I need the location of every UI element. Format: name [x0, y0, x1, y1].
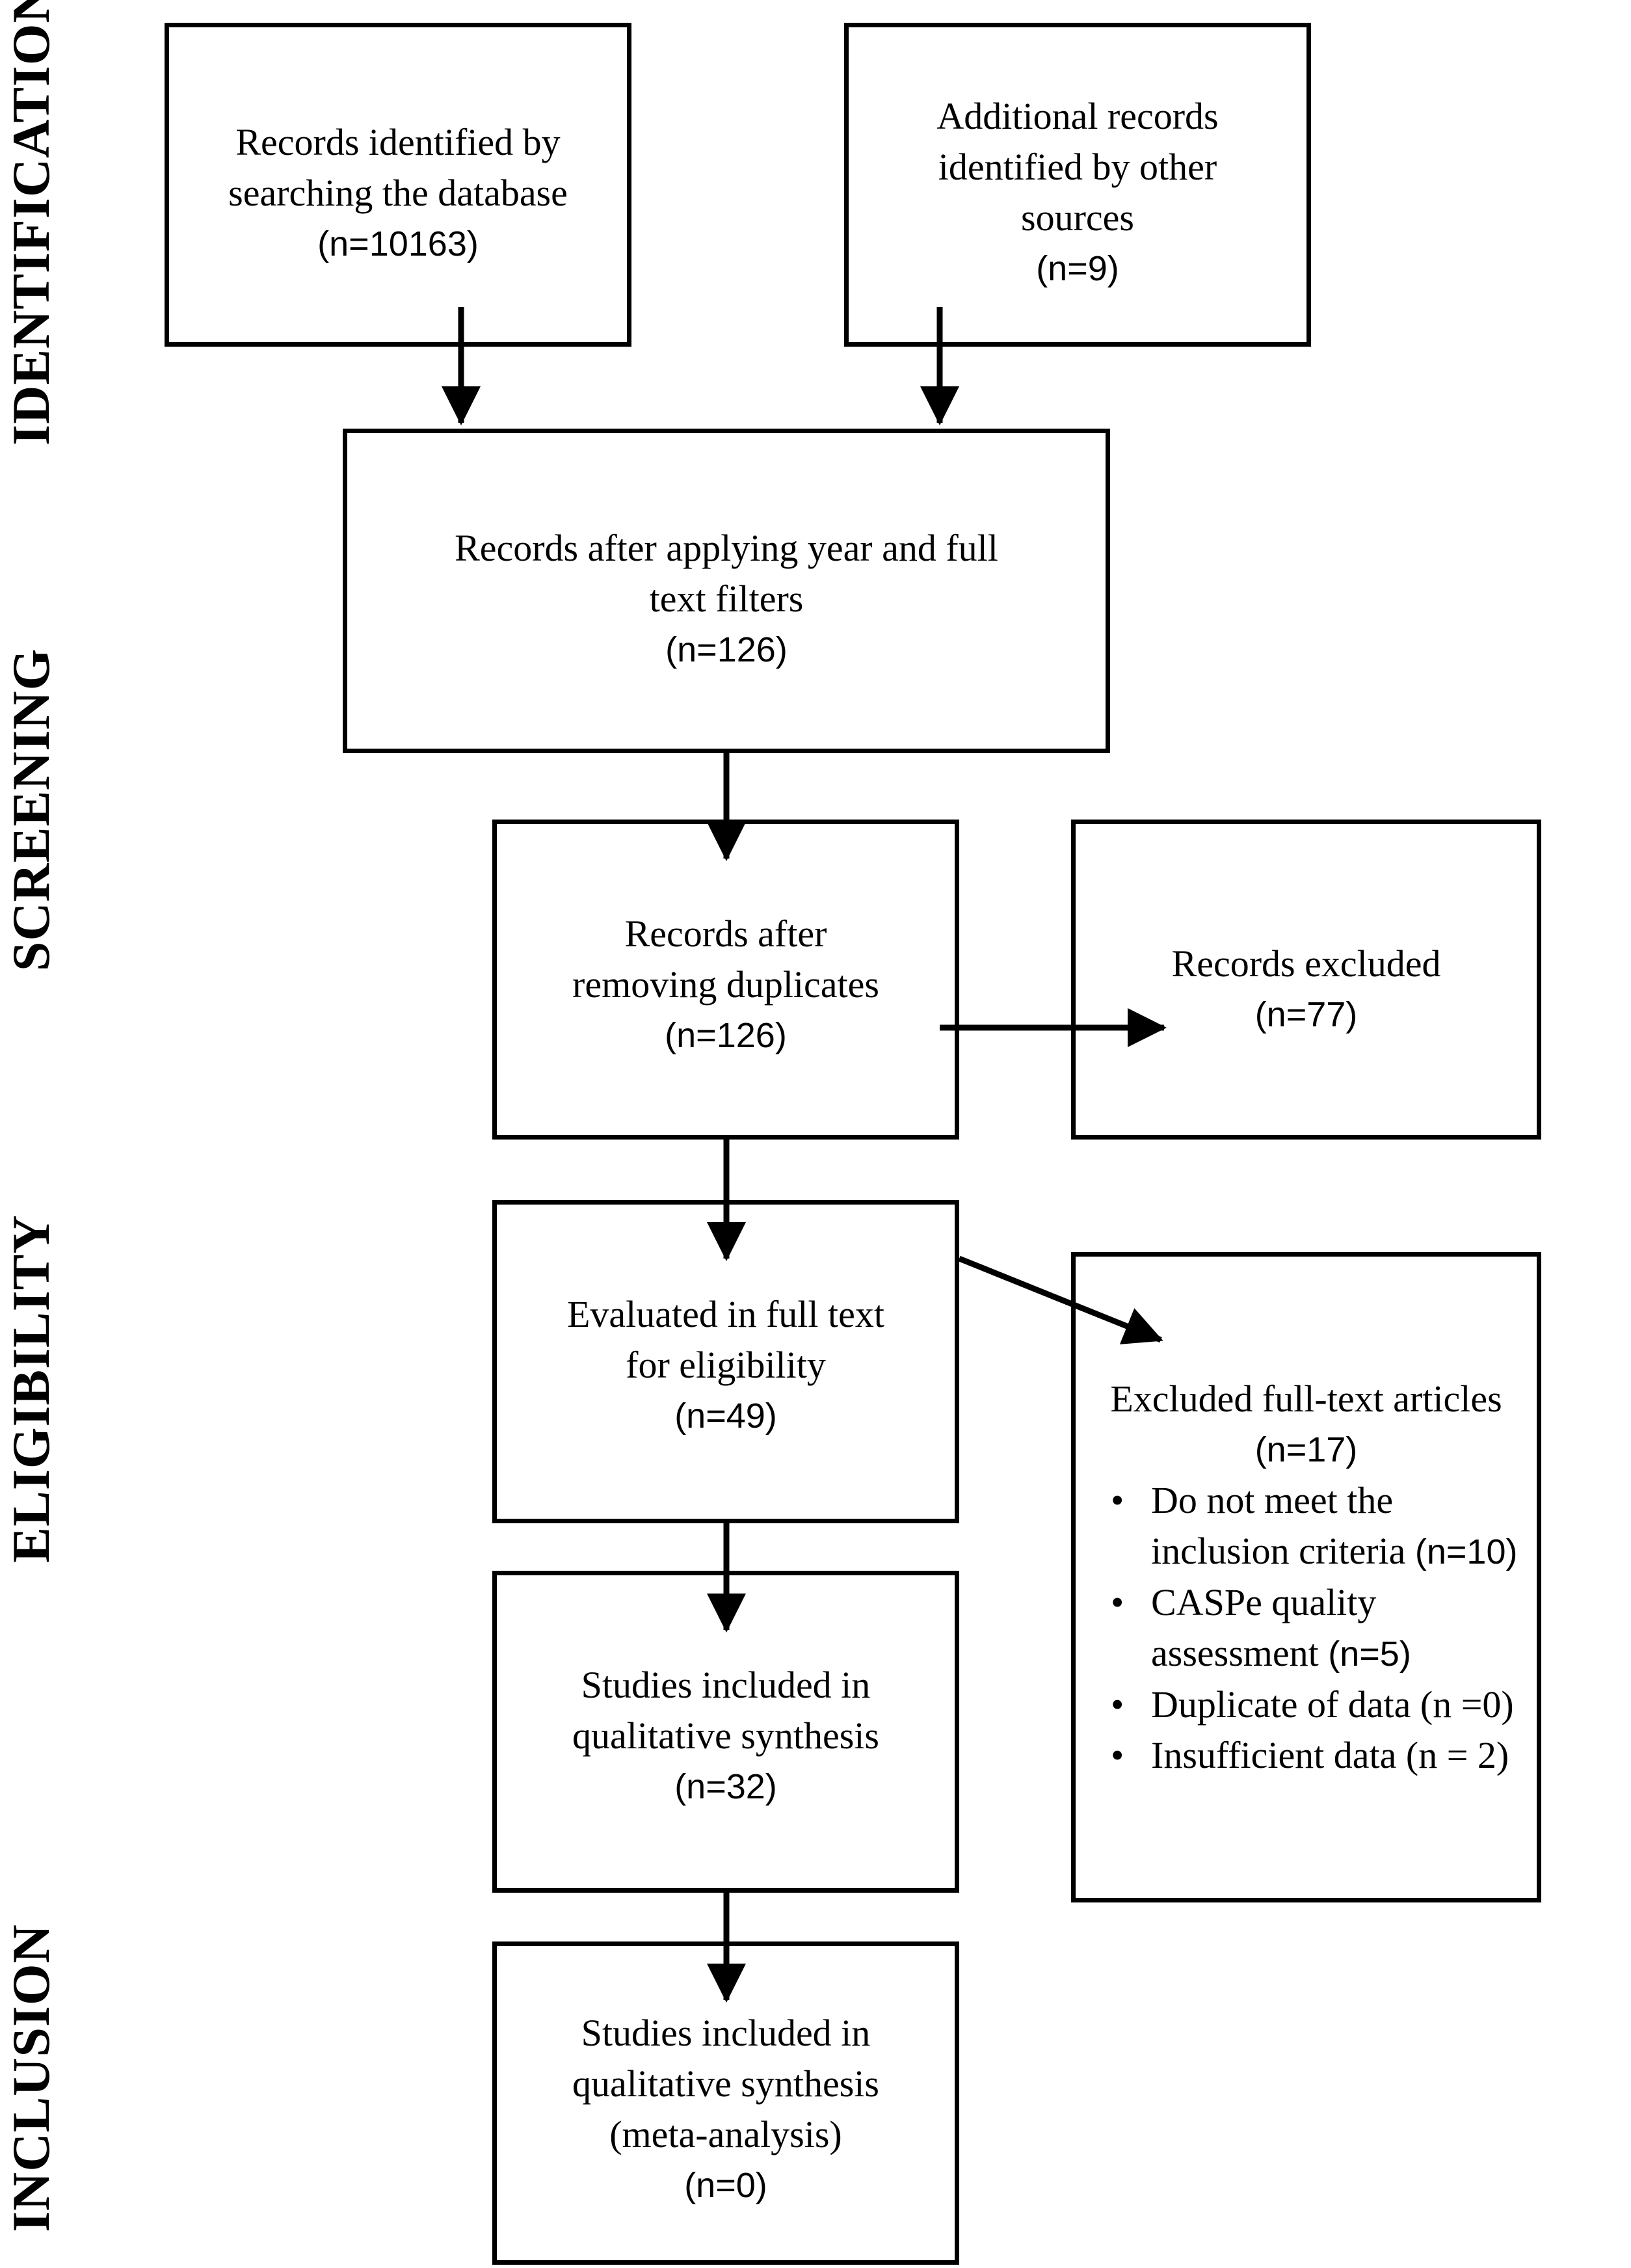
qualitative-synthesis-line-1: Studies included in — [581, 1664, 871, 1706]
deduplicated-records-count: (n=126) — [665, 1016, 787, 1055]
database-records-line-2: searching the database — [228, 172, 568, 214]
records-excluded-line-1: Records excluded — [1171, 942, 1441, 985]
meta-analysis-box: Studies included in qualitative synthesi… — [492, 1941, 959, 2265]
other-sources-box: Additional records identified by other s… — [844, 23, 1311, 347]
deduplicated-records-line-2: removing duplicates — [572, 963, 879, 1006]
filtered-records-count: (n=126) — [665, 630, 788, 669]
full-text-evaluated-count: (n=49) — [674, 1396, 777, 1435]
deduplicated-records-box: Records after removing duplicates (n=126… — [492, 820, 959, 1140]
full-text-evaluated-line-2: for eligibility — [626, 1344, 826, 1386]
records-excluded-count: (n=77) — [1254, 995, 1358, 1034]
meta-analysis-line-3: (meta-analysis) — [609, 2113, 842, 2155]
exclusion-reason-criteria-count: (n=10) — [1414, 1532, 1518, 1571]
exclusion-reason-insufficient: • Insufficient data (n = 2) — [1102, 1730, 1530, 1781]
exclusion-reason-criteria: • Do not meet the inclusion criteria (n=… — [1102, 1475, 1530, 1577]
stage-inclusion-label: INCLUSION — [1, 1924, 60, 2232]
exclusion-reason-duplicate: • Duplicate of data (n =0) — [1102, 1679, 1530, 1730]
meta-analysis-line-1: Studies included in — [581, 2012, 871, 2054]
filtered-records-line-1: Records after applying year and full — [455, 527, 998, 569]
stage-eligibility-label: ELIGIBILITY — [1, 1214, 60, 1563]
database-records-count: (n=10163) — [317, 224, 479, 263]
records-excluded-box: Records excluded (n=77) — [1071, 820, 1541, 1140]
meta-analysis-count: (n=0) — [684, 2166, 767, 2205]
database-records-line-1: Records identified by — [235, 121, 561, 163]
exclusion-reason-insufficient-text: Insufficient data (n = 2) — [1151, 1734, 1509, 1776]
excluded-full-text-count: (n=17) — [1254, 1430, 1358, 1469]
meta-analysis-line-2: qualitative synthesis — [572, 2062, 879, 2105]
qualitative-synthesis-box: Studies included in qualitative synthesi… — [492, 1571, 959, 1893]
other-sources-line-1: Additional records — [936, 95, 1219, 137]
excluded-full-text-title: Excluded full-text articles — [1110, 1378, 1502, 1420]
bullet-icon: • — [1111, 1479, 1124, 1521]
exclusion-reason-caspe-text: CASPe quality — [1151, 1581, 1377, 1623]
deduplicated-records-line-1: Records after — [624, 913, 827, 955]
full-text-evaluated-line-1: Evaluated in full text — [566, 1293, 884, 1335]
bullet-icon: • — [1111, 1734, 1124, 1776]
filtered-records-line-2: text filters — [649, 578, 804, 620]
exclusion-reason-criteria-text: Do not meet the — [1151, 1479, 1394, 1521]
other-sources-line-3: sources — [1021, 196, 1134, 239]
bullet-icon: • — [1111, 1683, 1124, 1726]
other-sources-line-2: identified by other — [938, 146, 1217, 188]
other-sources-count: (n=9) — [1036, 249, 1119, 288]
exclusion-reason-duplicate-text: Duplicate of data (n =0) — [1151, 1683, 1514, 1726]
full-text-evaluated-box: Evaluated in full text for eligibility (… — [492, 1200, 959, 1523]
exclusion-reason-caspe-count: (n=5) — [1328, 1634, 1411, 1674]
exclusion-reason-caspe: • CASPe quality assessment (n=5) — [1102, 1577, 1530, 1679]
exclusion-reasons-list: • Do not meet the inclusion criteria (n=… — [1102, 1475, 1530, 1781]
bullet-icon: • — [1111, 1581, 1124, 1623]
excluded-full-text-box: Excluded full-text articles (n=17) • Do … — [1071, 1252, 1541, 1902]
qualitative-synthesis-line-2: qualitative synthesis — [572, 1714, 879, 1757]
filtered-records-box: Records after applying year and full tex… — [343, 429, 1110, 753]
stage-identification-label: IDENTIFICATION — [1, 0, 60, 446]
database-records-box: Records identified by searching the data… — [165, 23, 631, 347]
qualitative-synthesis-count: (n=32) — [674, 1767, 777, 1806]
stage-screening-label: SCREENING — [1, 648, 60, 972]
exclusion-reason-caspe-text-2: assessment — [1151, 1632, 1329, 1674]
exclusion-reason-criteria-text-2: inclusion criteria — [1151, 1530, 1415, 1572]
